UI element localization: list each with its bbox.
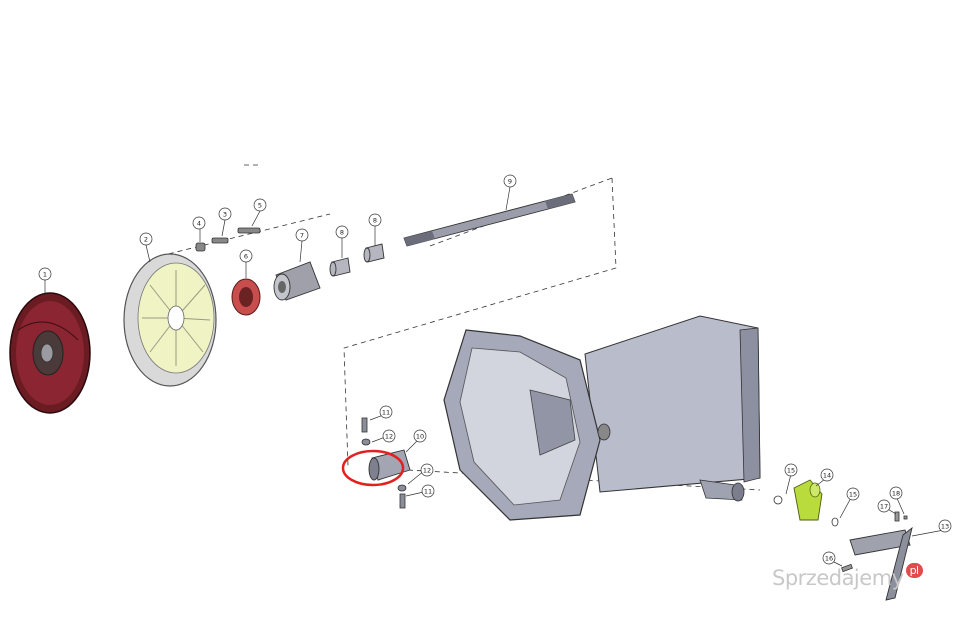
part-11-12-fasteners [361, 417, 407, 509]
callout-17: 17 [880, 503, 888, 511]
callout-4: 4 [197, 220, 201, 228]
callout-7: 7 [300, 232, 304, 240]
watermark-text: Sprzedajemy [772, 566, 904, 590]
callout-6: 6 [244, 253, 248, 261]
callout-10: 10 [416, 433, 424, 441]
callout-11a: 11 [382, 409, 390, 417]
callout-8a: 8 [340, 229, 344, 237]
callout-12b: 12 [423, 467, 431, 475]
callout-14: 14 [823, 472, 831, 480]
callout-numbers: 1 2 3 4 5 6 7 8 8 9 10 11 12 12 11 13 14… [43, 178, 949, 563]
watermark-badge: pl [905, 563, 923, 578]
part-9-input-shaft [403, 193, 576, 247]
part-10-guide-tube [368, 449, 411, 481]
callout-11b: 11 [424, 488, 432, 496]
callout-12a: 12 [385, 433, 393, 441]
callout-leaders [44, 186, 945, 567]
transmission-housing [443, 315, 761, 521]
callout-15b: 15 [849, 491, 857, 499]
part-2-pressure-plate [123, 253, 217, 387]
assembly-guide-lines [159, 164, 761, 491]
part-13-fork-lever [849, 526, 913, 601]
part-3-5-bolts [195, 227, 261, 252]
callout-bubbles [38, 174, 952, 565]
part-15-18-small-parts [773, 495, 908, 573]
callout-8b: 8 [373, 217, 377, 225]
part-8-bushings [329, 243, 385, 277]
part-7-release-bearing [273, 261, 321, 301]
callout-3: 3 [223, 211, 227, 219]
highlight-circle [341, 449, 405, 487]
callout-5: 5 [258, 202, 262, 210]
callout-13: 13 [941, 523, 949, 531]
callout-15a: 15 [787, 467, 795, 475]
callout-2: 2 [144, 236, 148, 244]
callout-9: 9 [508, 178, 512, 186]
callout-16: 16 [825, 555, 833, 563]
part-6-seal [231, 278, 261, 316]
part-14-release-arm [793, 479, 823, 521]
callout-18: 18 [892, 490, 900, 498]
callout-1: 1 [43, 271, 47, 279]
part-1-clutch-disc [9, 292, 91, 414]
